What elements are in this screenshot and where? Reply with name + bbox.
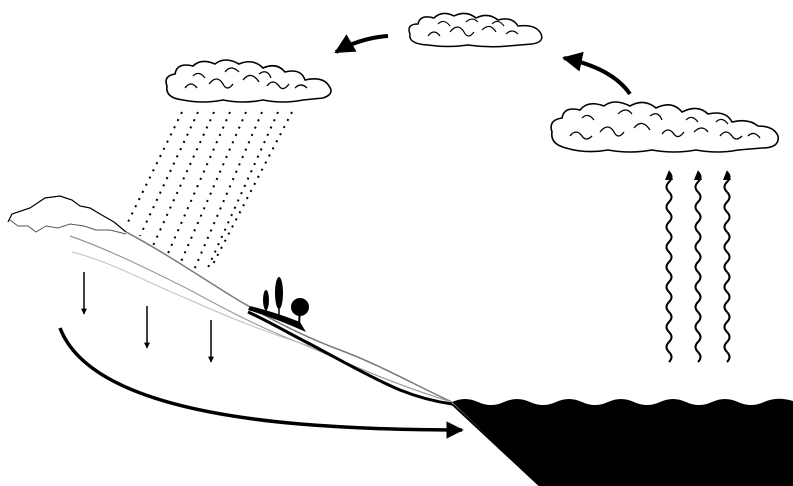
rain-streak [180,112,246,264]
ocean [452,399,793,486]
arrow-icon [564,58,630,94]
groundwater-flow [60,328,462,430]
precipitation [128,112,292,272]
trees [248,277,309,332]
ground-line [248,312,452,404]
hill-surface-line [126,232,452,402]
evaporation-wave [725,172,730,362]
rain-streak [128,112,182,222]
hillside [8,196,540,486]
rain-streak [206,112,278,272]
rain-streak [166,112,230,258]
cloud-precipitation [166,60,331,102]
infiltration-arrows [84,272,211,362]
cloud-evaporation [551,102,778,152]
rain-streak [140,112,198,236]
rain-streak [152,112,214,248]
evaporation-wave [667,172,672,362]
cloud-condensation [409,13,542,46]
evaporation-arrows [665,170,731,362]
evaporation-wave [696,172,701,362]
mountain-peak [8,196,126,232]
arrow-icon [336,36,388,52]
arrow-icon [60,328,462,430]
